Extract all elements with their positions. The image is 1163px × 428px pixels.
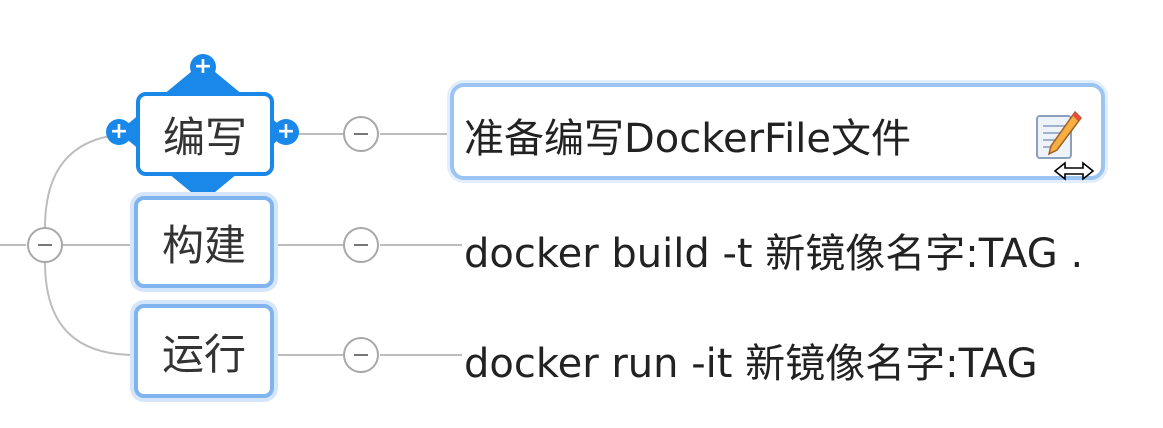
topic-node-run[interactable]: 运行 xyxy=(134,304,274,398)
add-topic-left-button[interactable]: + xyxy=(106,119,132,145)
topic-node-build[interactable]: 构建 xyxy=(134,196,274,288)
topic-collapse-toggle-run[interactable] xyxy=(343,337,379,373)
leaf-node-box[interactable] xyxy=(450,83,1105,180)
branch-curve-1 xyxy=(44,133,136,229)
topic-collapse-toggle-build[interactable] xyxy=(343,227,379,263)
topic-node-write[interactable]: 编写 xyxy=(136,92,274,176)
add-topic-right-button[interactable]: + xyxy=(273,119,299,145)
note-pencil-icon[interactable] xyxy=(1035,110,1083,162)
leaf-text-build[interactable]: docker build -t 新镜像名字:TAG . xyxy=(464,231,1084,277)
leaf-text-write[interactable]: 准备编写DockerFile文件 xyxy=(464,116,911,162)
add-topic-above-button[interactable]: + xyxy=(190,54,216,80)
topic-collapse-toggle-write[interactable] xyxy=(343,116,379,152)
topic-node-label: 编写 xyxy=(162,112,247,162)
leaf-text-run[interactable]: docker run -it 新镜像名字:TAG xyxy=(464,341,1038,387)
branch-curve-3 xyxy=(44,261,136,356)
topic-node-label: 运行 xyxy=(161,329,246,379)
root-collapse-toggle[interactable] xyxy=(27,227,63,263)
topic-node-label: 构建 xyxy=(161,220,246,270)
resize-horizontal-icon xyxy=(1053,161,1095,181)
